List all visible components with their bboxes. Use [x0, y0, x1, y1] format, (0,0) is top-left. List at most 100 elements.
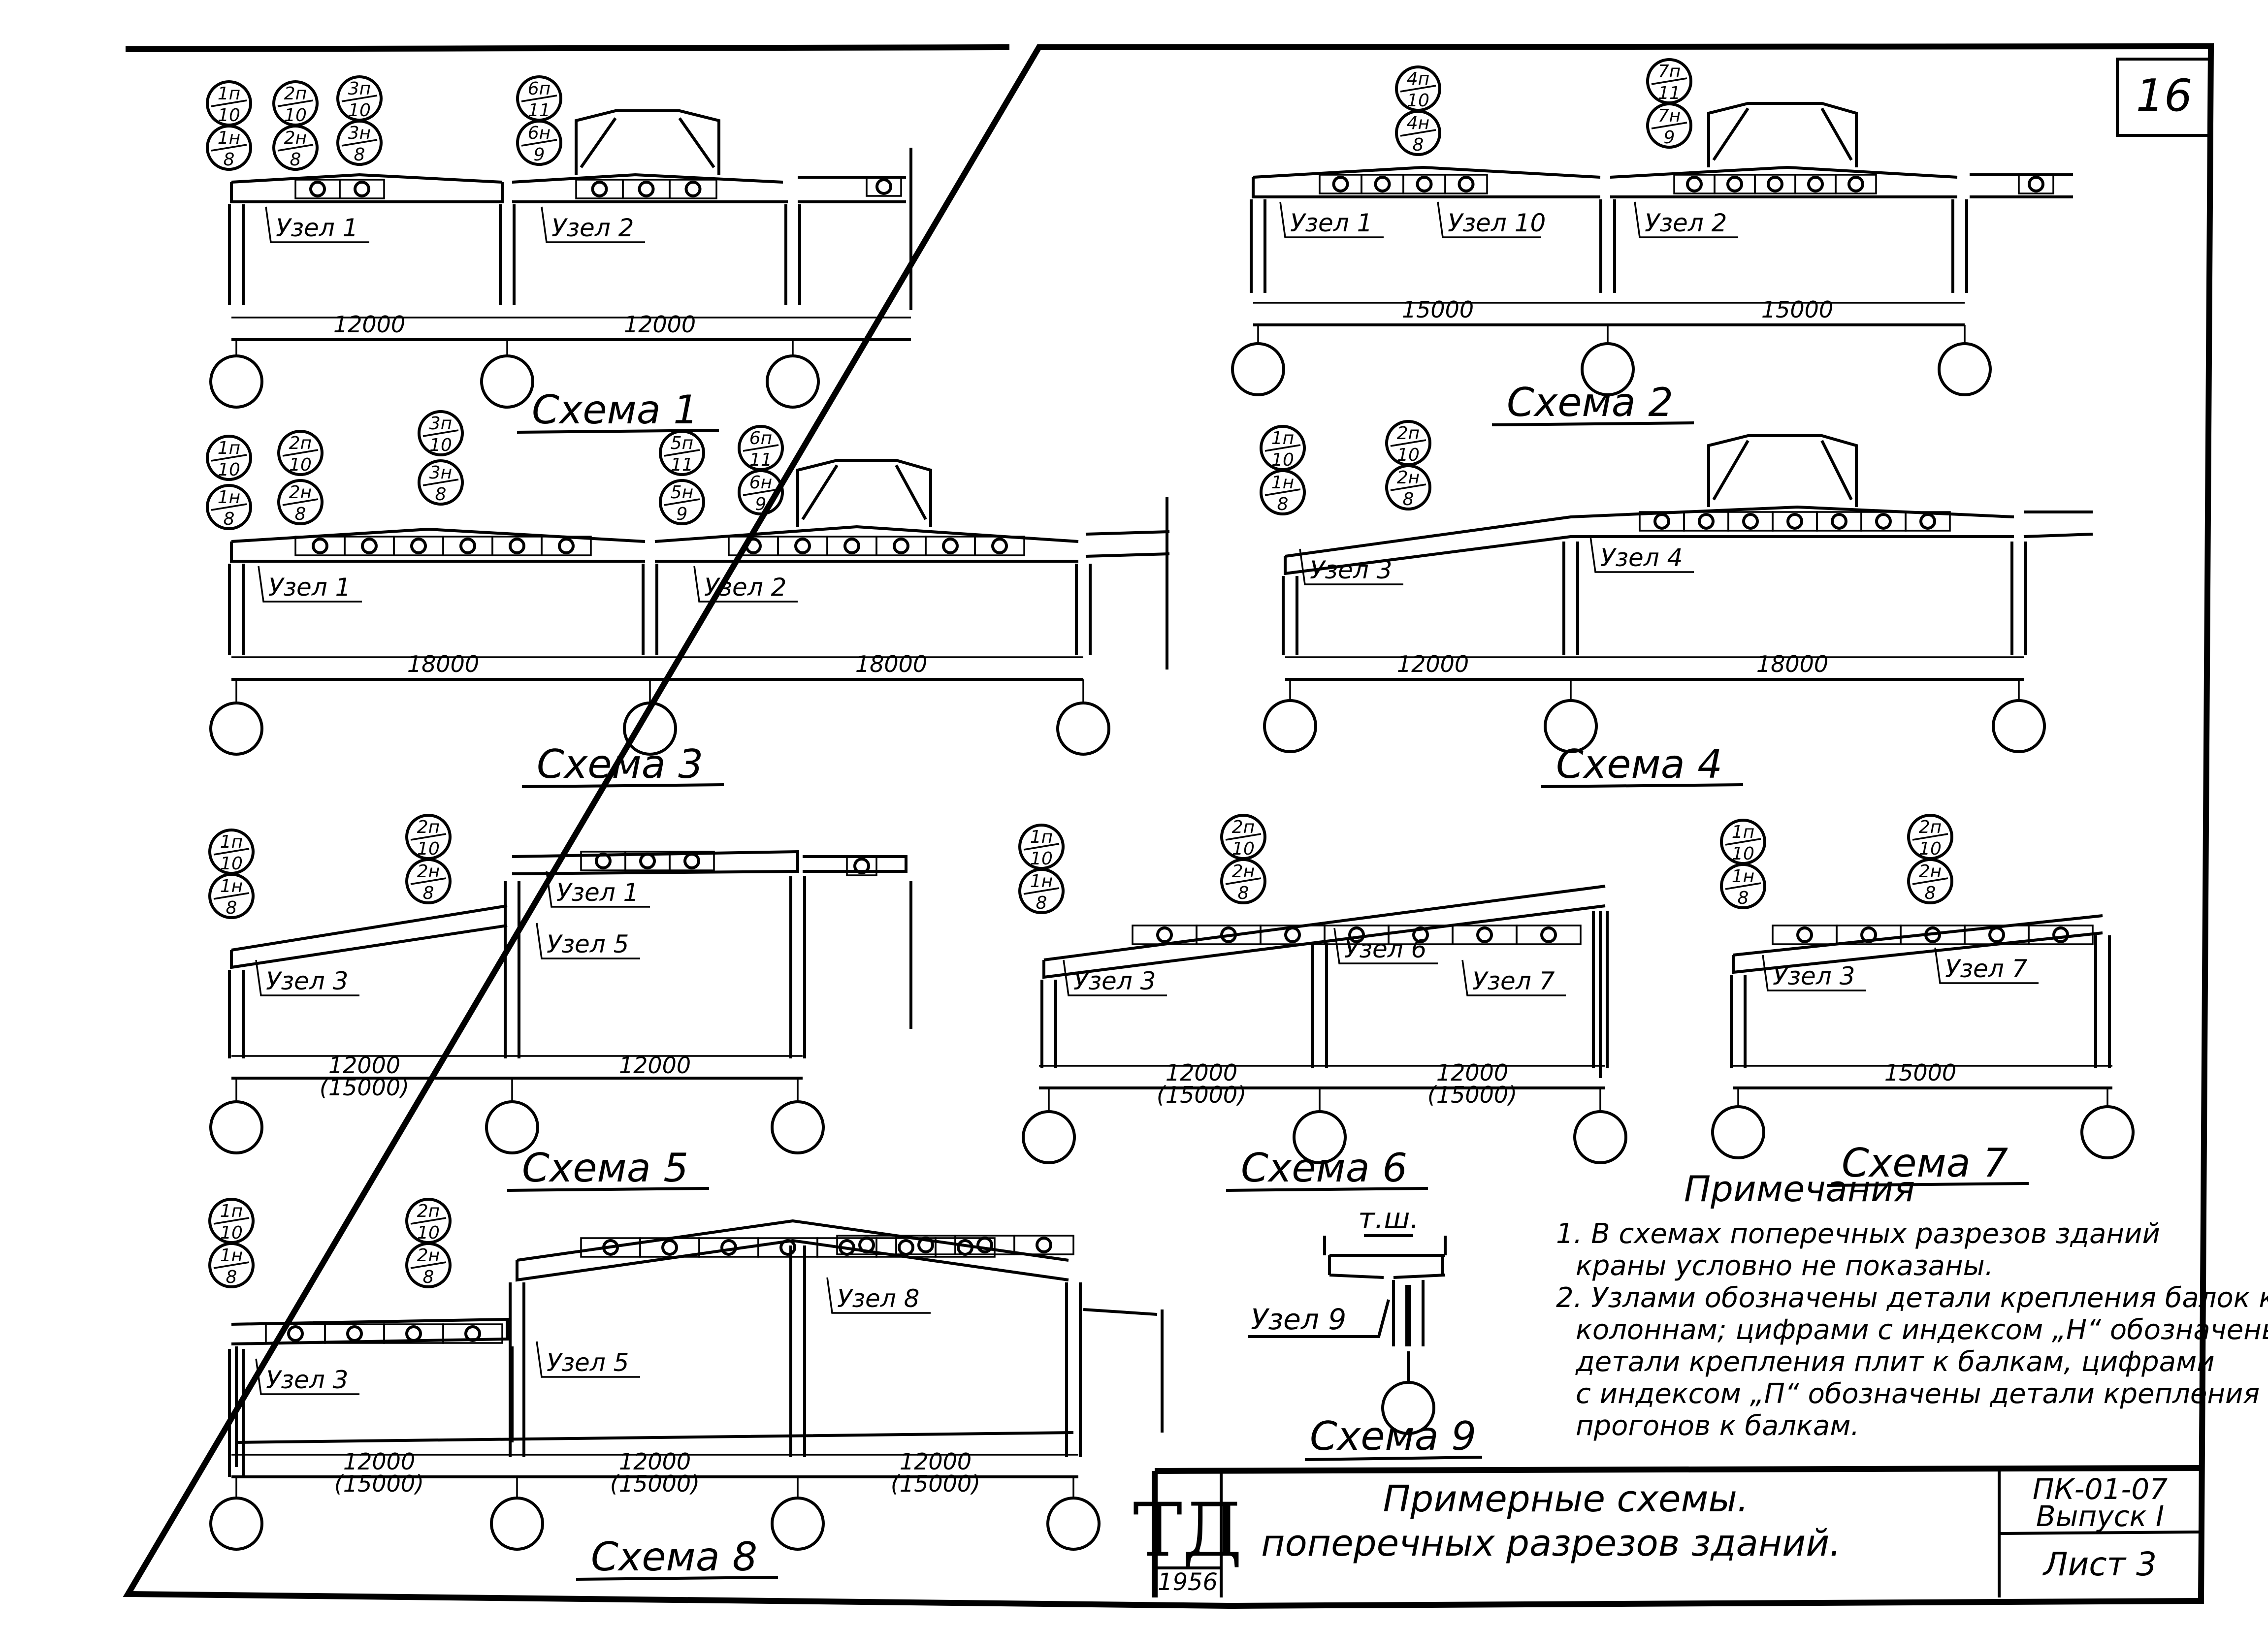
slab-hole: [1924, 926, 1941, 943]
slab-hole: [638, 181, 655, 197]
node-leader: [693, 566, 798, 603]
mark-number: 9: [677, 504, 688, 524]
slab-hole: [405, 1325, 422, 1342]
node-label: Узел 1: [276, 214, 358, 242]
mark-divider: [1264, 444, 1301, 452]
slab-hole: [361, 538, 378, 554]
scheme-title: Схема 8: [591, 1534, 757, 1580]
node-label: Узел 3: [1773, 962, 1855, 990]
mark-number: 10: [220, 854, 243, 874]
slab-hole: [602, 1239, 619, 1256]
column: [228, 204, 245, 305]
slab-hole: [1698, 513, 1715, 530]
mark-number: 8: [1277, 494, 1289, 514]
axis-circle: [1231, 342, 1285, 396]
node-leader: [826, 1277, 931, 1314]
node-label: Узел 1: [268, 573, 351, 602]
node-label: Узел 6: [1344, 935, 1426, 963]
column: [789, 1245, 806, 1457]
mark-divider: [1023, 843, 1060, 851]
mark-divider: [1651, 77, 1687, 85]
mark-divider: [282, 449, 319, 457]
mark-number: 8: [423, 883, 434, 903]
axis-circle: [485, 1100, 539, 1154]
mark-index: 2п: [417, 1201, 440, 1221]
slab-hole: [720, 1239, 737, 1256]
node-label: Узел 3: [1073, 967, 1156, 995]
node-leader: [1934, 947, 2039, 984]
mark-divider: [341, 139, 378, 147]
mark-circle: [206, 125, 252, 171]
node-leader: [1762, 955, 1866, 991]
slab-hole: [1860, 926, 1877, 943]
mark-divider: [211, 99, 247, 107]
mark-divider: [410, 877, 447, 885]
node-label: Узел 5: [547, 930, 629, 958]
mark-divider: [277, 144, 314, 152]
slab-hole: [893, 538, 909, 554]
span-dimension: 12000: [333, 311, 405, 338]
axis-circle: [1711, 1105, 1765, 1159]
column: [1599, 199, 1616, 293]
mark-index: 2п: [1397, 423, 1420, 444]
mark-number: 8: [224, 150, 235, 170]
mark-number: 8: [1413, 135, 1424, 155]
slab-hole: [1374, 176, 1391, 192]
node-label: Узел 1: [556, 878, 639, 907]
mark-circle: [659, 430, 705, 476]
node-label: Узел 2: [551, 214, 634, 242]
slab-hole: [684, 181, 702, 197]
mark-number: 10: [218, 105, 240, 126]
slab-hole: [853, 858, 870, 874]
span-dimension: 12000: [328, 1052, 400, 1079]
mark-index: 2н: [417, 1245, 440, 1266]
scheme-title: Схема 5: [522, 1145, 688, 1191]
mark-circle: [277, 479, 324, 525]
scheme-title: Схема 7: [1842, 1140, 2008, 1186]
notes-line-7: прогонов к балкам.: [1576, 1410, 1859, 1442]
span-dimension: 12000: [1166, 1059, 1237, 1086]
mark-index: 3н: [429, 463, 452, 483]
node-leader: [536, 923, 640, 959]
mark-index: 6н: [528, 123, 551, 143]
axis-circle: [1992, 699, 2046, 753]
slab-hole: [1332, 176, 1349, 192]
slab-hole: [309, 181, 326, 197]
slab: [1013, 1235, 1074, 1255]
mark-number: 8: [435, 484, 447, 505]
node-label: Узел 7: [1945, 955, 2028, 983]
node-leader: [255, 1358, 359, 1395]
roof-beam: [230, 850, 907, 969]
scheme-8: 12000(15000)12000(15000)12000(15000)Узел…: [208, 1198, 1164, 1581]
slab-hole: [1796, 926, 1813, 943]
mark-number: 11: [1658, 83, 1681, 103]
slab-hole: [976, 1237, 993, 1253]
node-label: Узел 1: [1290, 209, 1372, 237]
sheet-number: 16: [2136, 70, 2193, 122]
mark-index: 7п: [1658, 62, 1681, 82]
span-dimension: 12000: [1436, 1059, 1508, 1086]
node-leader: [541, 206, 645, 243]
mark-circle: [738, 469, 784, 515]
span-dimension: 12000: [900, 1448, 972, 1475]
node-leader: [1063, 959, 1167, 996]
slab-hole: [354, 181, 370, 197]
drawing-code: ПК-01-07: [2033, 1472, 2168, 1506]
span-dimension: 18000: [407, 651, 479, 677]
slab-hole: [1416, 176, 1433, 192]
span-dimension: (15000): [1427, 1082, 1517, 1108]
notes-line-2: краны условно не показаны.: [1576, 1250, 1994, 1282]
mark-divider: [521, 95, 557, 102]
mark-index: 2п: [1919, 817, 1942, 837]
slab-hole: [591, 181, 608, 197]
mark-index: 1п: [218, 84, 240, 104]
column: [784, 204, 801, 305]
roof-beam: [1732, 914, 2103, 974]
scheme-title: Схема 3: [537, 741, 703, 787]
mark-circle: [516, 120, 562, 166]
axis-circle: [766, 354, 820, 409]
title-underline: [1541, 783, 1744, 788]
slab-hole: [1786, 513, 1803, 530]
span-dimension: 12000: [1397, 651, 1469, 677]
mark-index: 1н: [220, 876, 243, 896]
